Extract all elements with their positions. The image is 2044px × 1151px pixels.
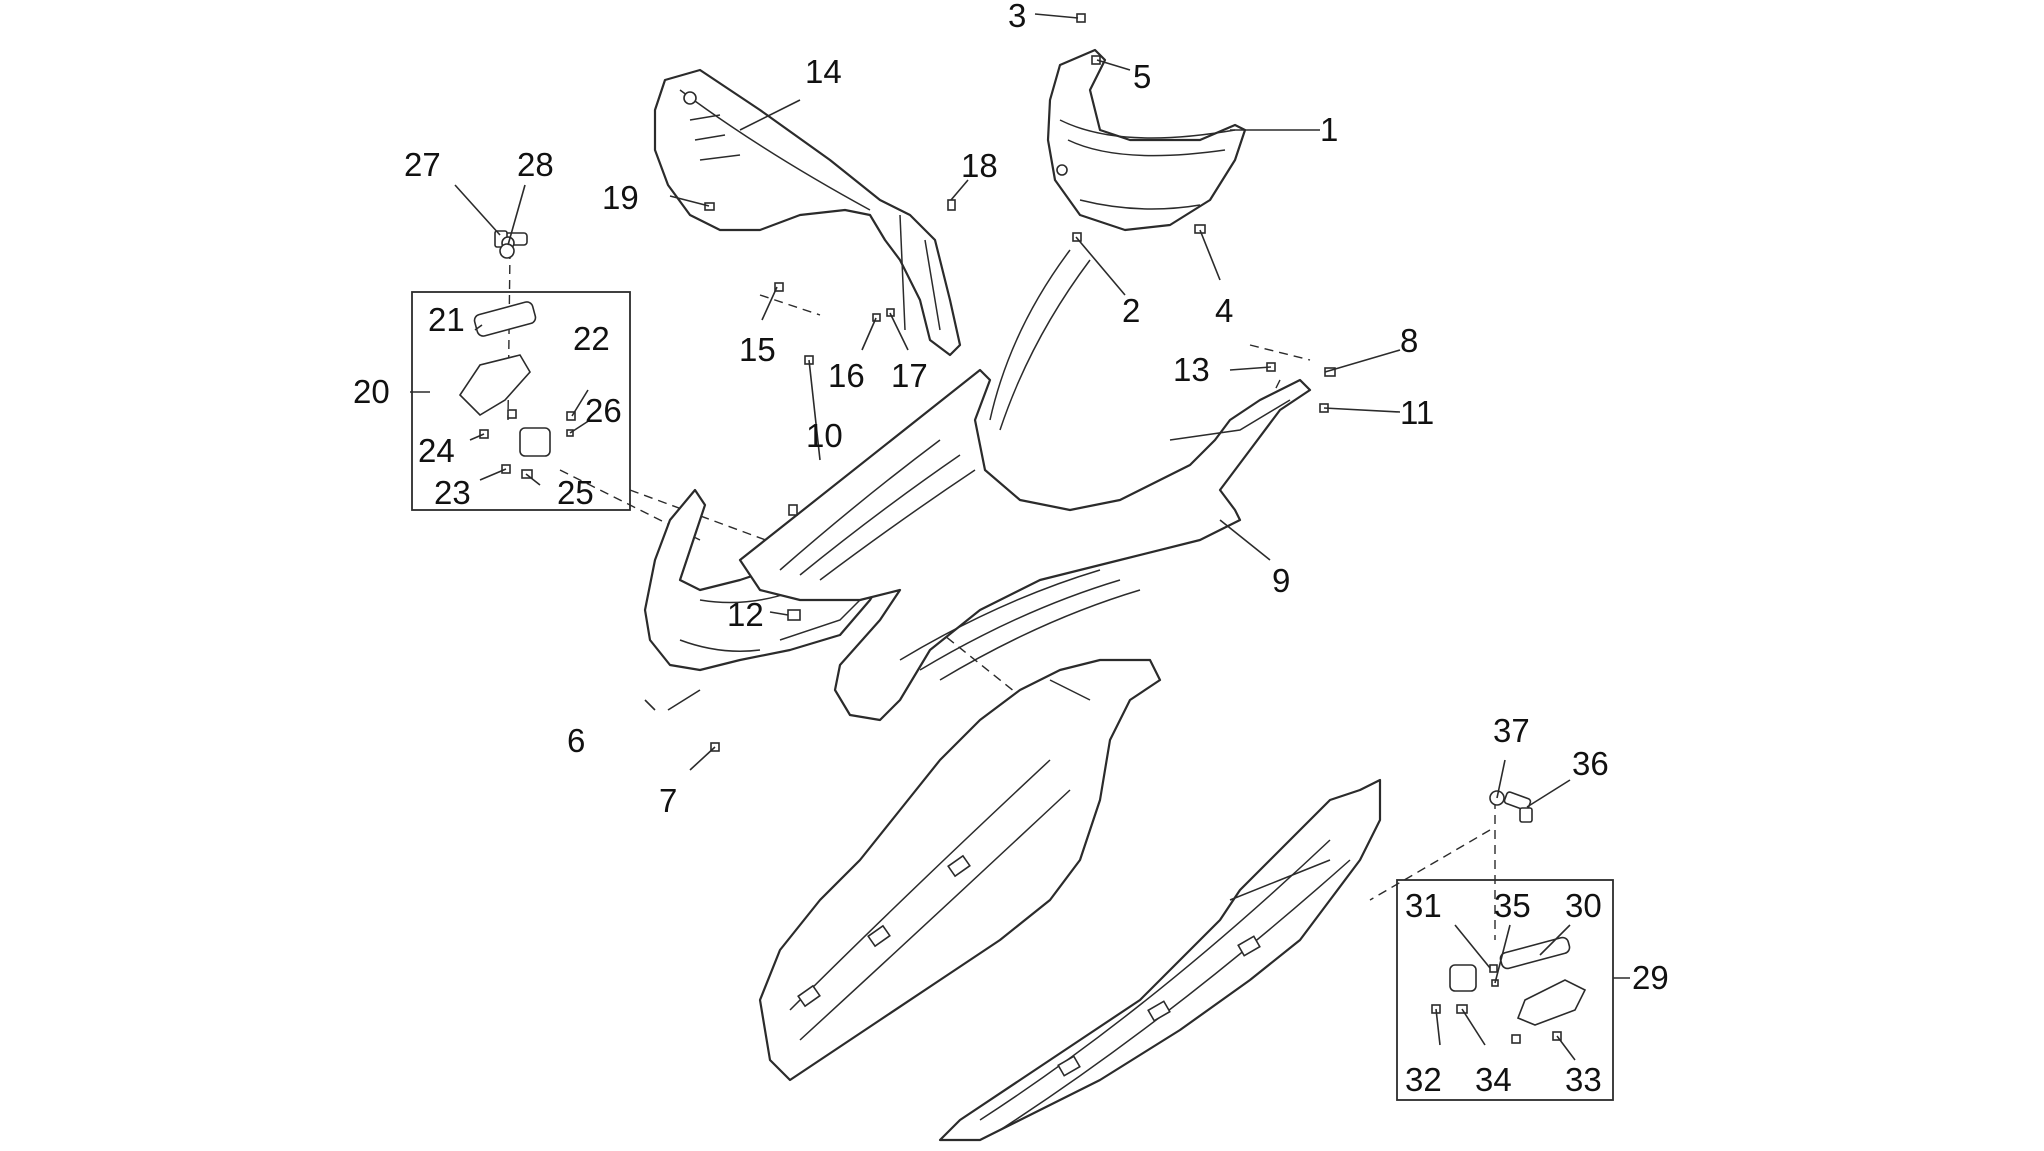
callout-37: 37 <box>1493 712 1530 749</box>
callout-3: 3 <box>1008 0 1026 34</box>
callout-36: 36 <box>1572 745 1609 782</box>
callout-22: 22 <box>573 320 610 357</box>
callout-15: 15 <box>739 331 776 368</box>
callout-26: 26 <box>585 392 622 429</box>
leader-lines <box>454 13 1576 1061</box>
callout-2: 2 <box>1122 292 1140 329</box>
group-box-20 <box>410 291 631 511</box>
callout-7: 7 <box>659 782 677 819</box>
callout-1: 1 <box>1320 111 1338 148</box>
callout-13: 13 <box>1173 351 1210 388</box>
callout-10: 10 <box>806 417 843 454</box>
callout-5: 5 <box>1133 58 1151 95</box>
part-footboard <box>738 249 1312 722</box>
callout-9: 9 <box>1272 562 1290 599</box>
callout-34: 34 <box>1475 1061 1512 1098</box>
callout-17: 17 <box>891 357 928 394</box>
callout-16: 16 <box>828 357 865 394</box>
callout-25: 25 <box>557 474 594 511</box>
callout-28: 28 <box>517 146 554 183</box>
callout-12: 12 <box>727 596 764 633</box>
part-side-panel-right <box>938 778 1382 1142</box>
callout-27: 27 <box>404 146 441 183</box>
callout-32: 32 <box>1405 1061 1442 1098</box>
callout-29: 29 <box>1632 959 1669 996</box>
part-side-panel-left <box>758 658 1162 1082</box>
callout-18: 18 <box>961 147 998 184</box>
callout-23: 23 <box>434 474 471 511</box>
callout-labels: 1 2 3 4 5 6 7 8 9 10 11 12 13 14 15 16 1… <box>353 0 1669 1098</box>
callout-35: 35 <box>1494 887 1531 924</box>
callout-30: 30 <box>1565 887 1602 924</box>
part-leg-shield <box>653 68 962 357</box>
callout-14: 14 <box>805 53 842 90</box>
callout-21: 21 <box>428 301 465 338</box>
callout-20: 20 <box>353 373 390 410</box>
part-front-cover <box>1046 48 1247 232</box>
callout-31: 31 <box>1405 887 1442 924</box>
callout-11: 11 <box>1400 394 1434 431</box>
callout-6: 6 <box>567 722 585 759</box>
callout-19: 19 <box>602 179 639 216</box>
bolt-27 <box>494 230 528 259</box>
callout-4: 4 <box>1215 292 1233 329</box>
callout-24: 24 <box>418 432 455 469</box>
callout-8: 8 <box>1400 322 1418 359</box>
bolt-36 <box>1489 790 1533 823</box>
callout-33: 33 <box>1565 1061 1602 1098</box>
